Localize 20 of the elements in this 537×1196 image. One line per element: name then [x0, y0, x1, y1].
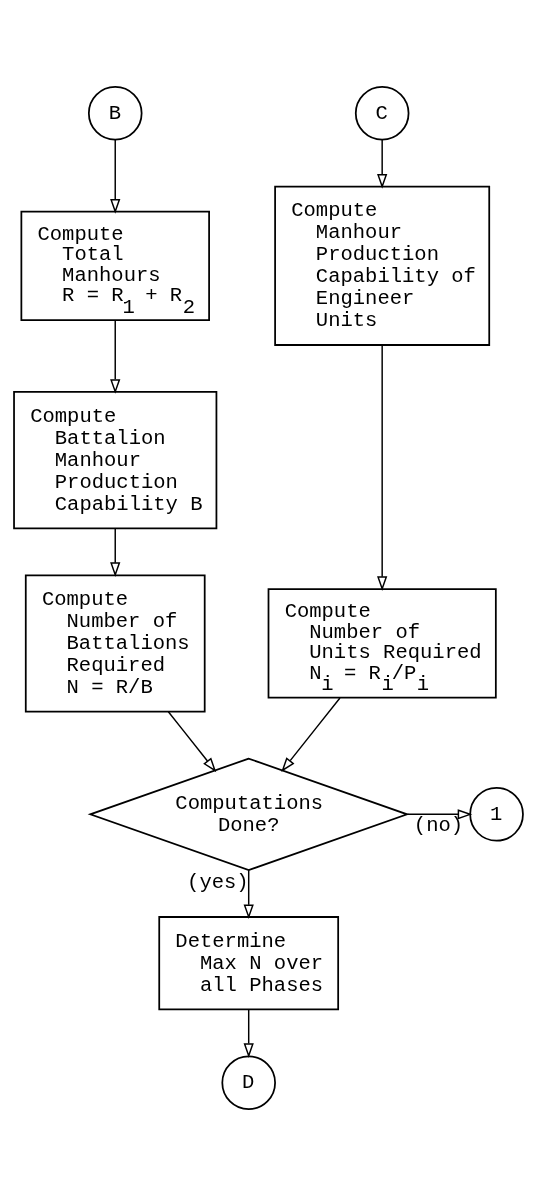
- arrow: [243, 869, 254, 920]
- edge-label: (no): [413, 813, 464, 837]
- node-circle: 1: [469, 787, 524, 842]
- node-box: Compute Manhour Production Capability of Engineer Units: [274, 185, 491, 346]
- arrow: [377, 344, 388, 591]
- arrow: [281, 697, 341, 772]
- arrow: [243, 1008, 254, 1058]
- node-circle: C: [354, 86, 410, 141]
- arrow: [110, 528, 121, 577]
- arrow: [110, 319, 121, 394]
- node-box: Compute Battalion Manhour Production Capability B: [13, 391, 218, 530]
- node-box: Compute Number of Battalions Required N = R/B: [24, 574, 206, 713]
- node-circle: B: [87, 86, 143, 141]
- edge-label: (yes): [187, 870, 249, 894]
- arrow: [377, 139, 388, 189]
- arrow: [167, 711, 217, 773]
- node-circle: D: [221, 1055, 276, 1110]
- arrow: [110, 139, 121, 214]
- arrow: [406, 809, 473, 820]
- node-box: Determine Max N over all Phases: [158, 916, 340, 1011]
